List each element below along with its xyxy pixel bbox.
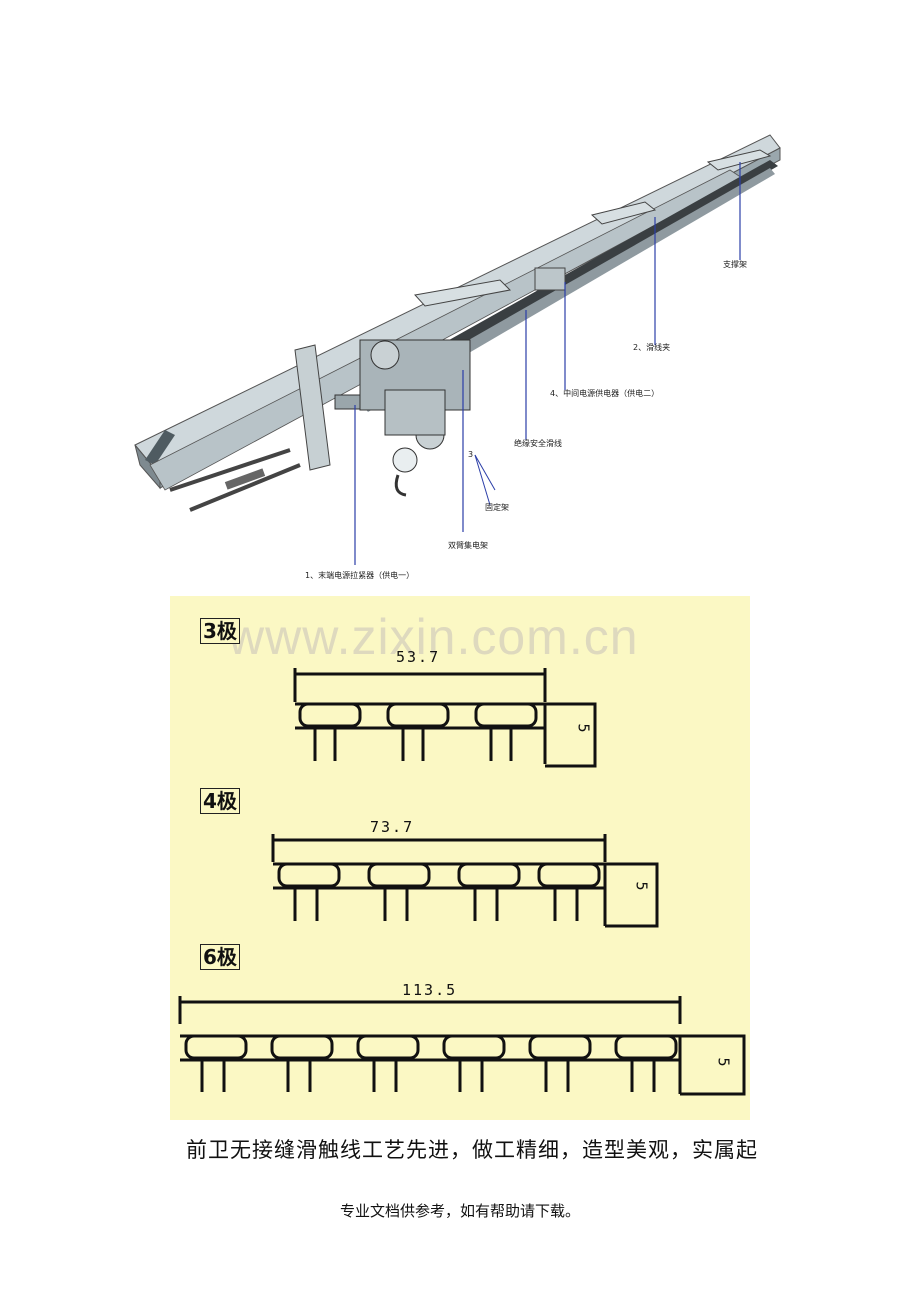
profile-3-pole (293, 668, 597, 768)
width-4-pole: 73.7 (370, 818, 415, 836)
callout-double-arm: 双臂集电架 (448, 541, 488, 550)
profile-6-pole (178, 996, 746, 1096)
crane-busbar-illustration: 支撑架 2、滑线夹 4、中间电源供电器（供电二） 绝缘安全滑线 3 固定架 双臂… (130, 120, 810, 590)
busbar-system-drawing (134, 134, 781, 565)
width-3-pole: 53.7 (396, 648, 441, 666)
callout-mid-feeder: 4、中间电源供电器（供电二） (550, 389, 660, 398)
profile-4-pole (271, 834, 659, 928)
body-paragraph: 前卫无接缝滑触线工艺先进，做工精细，造型美观，实属起 (186, 1138, 758, 1162)
callout-clamp: 2、滑线夹 (633, 343, 671, 352)
label-3-pole: 3极 (200, 618, 240, 644)
watermark: www.zixin.com.cn (228, 609, 639, 665)
label-6-pole: 6极 (200, 944, 240, 970)
callout-three: 3 (468, 450, 474, 459)
callout-support: 支撑架 (723, 260, 747, 269)
callout-insulated-line: 绝缘安全滑线 (514, 439, 562, 448)
busbar-profile-panel: www.zixin.com.cn 3极 53.7 5 4极 73.7 5 (170, 596, 750, 1120)
width-6-pole: 113.5 (402, 981, 458, 999)
label-4-pole: 4极 (200, 788, 240, 814)
callout-fixing-frame: 固定架 (485, 503, 509, 512)
footer-note: 专业文档供参考，如有帮助请下载。 (339, 1202, 580, 1220)
callout-end-feeder: 1、末端电源拉紧器（供电一） (305, 571, 415, 580)
